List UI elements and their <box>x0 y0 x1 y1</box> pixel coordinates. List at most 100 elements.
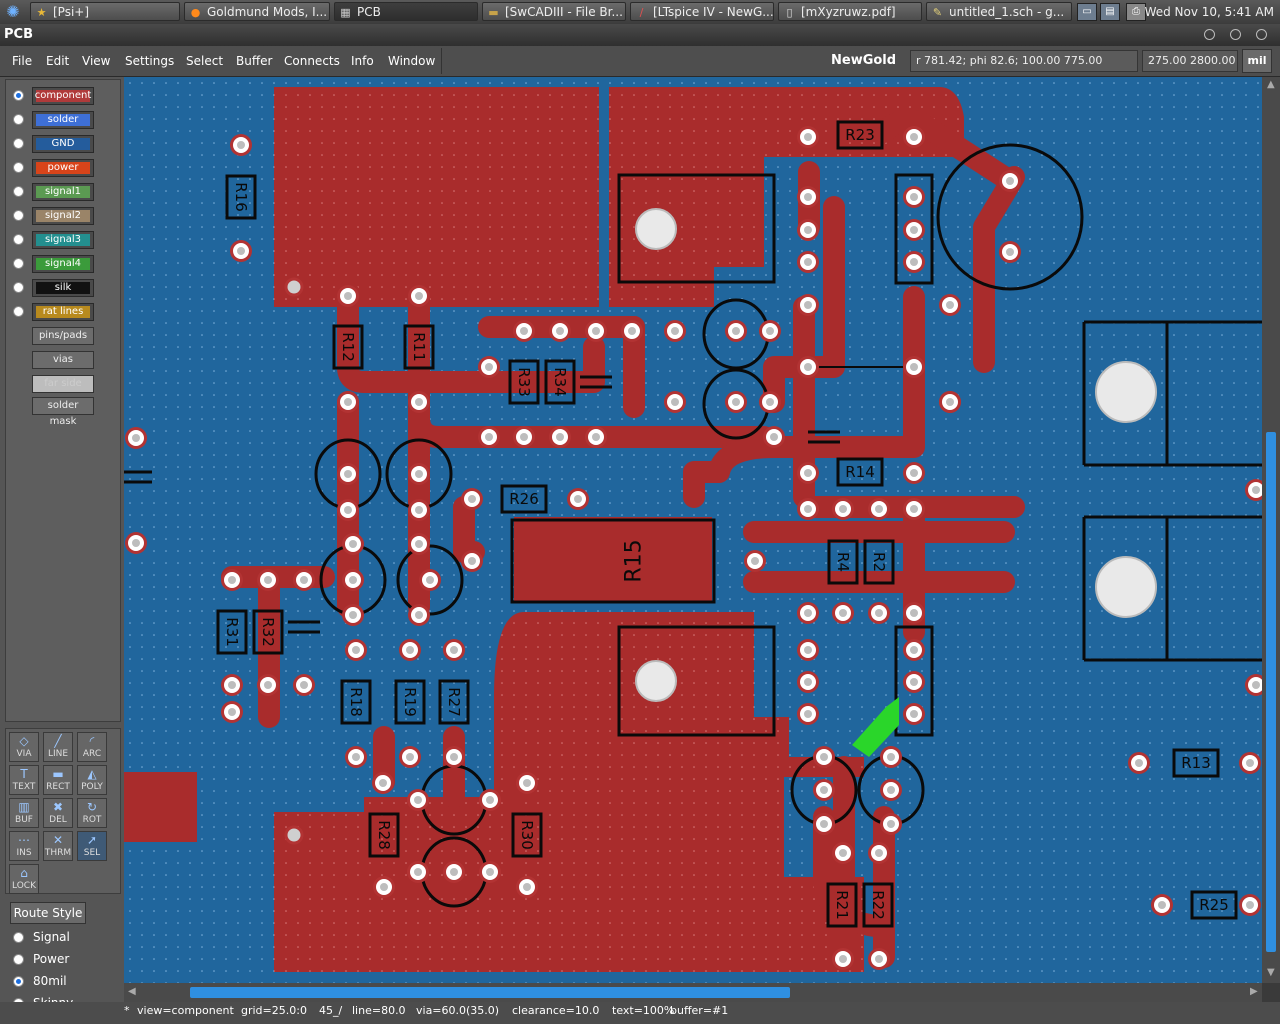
tool-poly-button[interactable]: ◭POLY <box>77 765 107 795</box>
clock[interactable]: Wed Nov 10, 5:41 AM <box>1144 5 1274 19</box>
layer-radio-signal3[interactable] <box>13 234 24 245</box>
resistor-body <box>438 679 470 725</box>
layer-radio-power[interactable] <box>13 162 24 173</box>
tool-thrm-button[interactable]: ✕THRM <box>43 831 73 861</box>
route-style-button[interactable]: Route Style <box>10 902 86 924</box>
layer-radio-component[interactable] <box>13 90 24 101</box>
menu-select[interactable]: Select <box>186 54 224 68</box>
layer-radio-solder[interactable] <box>13 114 24 125</box>
layer-button-gnd[interactable]: GND <box>32 135 94 153</box>
power-block-bottom <box>1082 515 1262 662</box>
layer-radio-rat-lines[interactable] <box>13 306 24 317</box>
scroll-up-icon[interactable]: ▲ <box>1267 79 1275 90</box>
pad-hole <box>804 301 812 309</box>
menu-edit[interactable]: Edit <box>46 54 70 68</box>
tool-lock-button[interactable]: ⌂LOCK <box>9 864 39 894</box>
pour-left-block <box>124 772 197 842</box>
resistor-body <box>394 679 426 725</box>
scroll-right-icon[interactable]: ▶ <box>1250 986 1258 997</box>
layer-button-signal3[interactable]: signal3 <box>32 231 94 249</box>
tool-rect-button[interactable]: ▬RECT <box>43 765 73 795</box>
printer-icon[interactable]: ⎙ <box>1126 3 1146 21</box>
layer-button-signal2[interactable]: signal2 <box>32 207 94 225</box>
tool-rot-button[interactable]: ↻ROT <box>77 798 107 828</box>
task-schematic[interactable]: ✎untitled_1.sch - g... <box>926 2 1072 21</box>
route-signal-radio[interactable] <box>13 932 24 943</box>
pad-hole <box>592 327 600 335</box>
route-style-panel: Route Style Signal Power 80mil Skinny <box>5 898 121 1010</box>
pad-hole <box>804 226 812 234</box>
layer-button-rat-lines[interactable]: rat lines <box>32 303 94 321</box>
tool-buf-button[interactable]: ▥BUF <box>9 798 39 828</box>
layer-radio-silk[interactable] <box>13 282 24 293</box>
layer-radio-signal4[interactable] <box>13 258 24 269</box>
vertical-scroll-thumb[interactable] <box>1266 432 1276 952</box>
resistor-label: R19 <box>401 687 419 717</box>
selected-trace-highlight[interactable] <box>852 697 899 757</box>
horizontal-scrollbar[interactable]: ◀ ▶ <box>124 983 1262 1002</box>
scroll-down-icon[interactable]: ▼ <box>1267 967 1275 978</box>
connector-top <box>894 173 934 285</box>
pad-hole <box>415 540 423 548</box>
task-psi[interactable]: ★[Psi+] <box>30 2 180 21</box>
menu-file[interactable]: File <box>12 54 33 68</box>
resistor-label: R23 <box>845 126 875 144</box>
tool-sel-button[interactable]: ➚SEL <box>77 831 107 861</box>
layer-button-signal1[interactable]: signal1 <box>32 183 94 201</box>
layer-radio-gnd[interactable] <box>13 138 24 149</box>
pad-hole <box>486 868 494 876</box>
layer-radio-signal2[interactable] <box>13 210 24 221</box>
menu-window[interactable]: Window <box>388 54 436 68</box>
close-button[interactable] <box>1256 29 1267 40</box>
minimize-button[interactable] <box>1204 29 1215 40</box>
toggle-vias-button[interactable]: vias <box>32 351 94 369</box>
status-line: line=80.0 <box>352 1004 406 1017</box>
task-ltspice[interactable]: ∕[LTspice IV - NewG... <box>630 2 774 21</box>
route-power-radio[interactable] <box>13 954 24 965</box>
menu-connects[interactable]: Connects <box>284 54 340 68</box>
scroll-left-icon[interactable]: ◀ <box>128 986 136 997</box>
tool-del-button[interactable]: ✖DEL <box>43 798 73 828</box>
layer-button-component[interactable]: component <box>32 87 94 105</box>
window-titlebar[interactable]: PCB <box>0 24 1280 46</box>
tool-via-button[interactable]: ◇VIA <box>9 732 39 762</box>
status-grid: grid=25.0:0 <box>241 1004 307 1017</box>
pad-hole <box>910 609 918 617</box>
route-80mil-radio[interactable] <box>13 976 24 987</box>
menu-view[interactable]: View <box>82 54 111 68</box>
network-icon[interactable]: ▤ <box>1100 3 1120 21</box>
layer-button-power[interactable]: power <box>32 159 94 177</box>
toggle-pins-pads-button[interactable]: pins/pads <box>32 327 94 345</box>
pad-hole <box>574 495 582 503</box>
tool-ins-button[interactable]: ⋯INS <box>9 831 39 861</box>
layer-button-silk[interactable]: silk <box>32 279 94 297</box>
menu-buffer[interactable]: Buffer <box>236 54 273 68</box>
tool-line-button[interactable]: ╱LINE <box>43 732 73 762</box>
task-swcad[interactable]: ▬[SwCADIII - File Br... <box>482 2 626 21</box>
pad-hole <box>379 779 387 787</box>
menu-info[interactable]: Info <box>351 54 374 68</box>
layer-button-signal4[interactable]: signal4 <box>32 255 94 273</box>
task-pcb[interactable]: ▦PCB <box>334 2 478 21</box>
vertical-scrollbar[interactable]: ▲ ▼ <box>1262 77 1280 983</box>
status-text: text=100% <box>612 1004 675 1017</box>
task-firefox[interactable]: ●Goldmund Mods, I... <box>184 2 330 21</box>
layer-radio-signal1[interactable] <box>13 186 24 197</box>
toggle-solder-mask-button[interactable]: solder mask <box>32 397 94 427</box>
horizontal-scroll-thumb[interactable] <box>190 987 790 998</box>
maximize-button[interactable] <box>1230 29 1241 40</box>
task-pdf[interactable]: ▯[mXyzruwz.pdf] <box>778 2 922 21</box>
menu-settings[interactable]: Settings <box>125 54 175 68</box>
layer-color-swatch <box>36 210 90 222</box>
tool-arc-button[interactable]: ◜ARC <box>77 732 107 762</box>
pads <box>125 126 1262 970</box>
resistor-body <box>862 882 894 928</box>
start-menu-icon[interactable]: ✺ <box>6 2 20 21</box>
toggle-far-side-button[interactable]: far side <box>32 375 94 393</box>
desktop-icon[interactable]: ▭ <box>1077 3 1097 21</box>
layer-button-solder[interactable]: solder <box>32 111 94 129</box>
units-toggle-button[interactable]: mil <box>1242 49 1272 73</box>
